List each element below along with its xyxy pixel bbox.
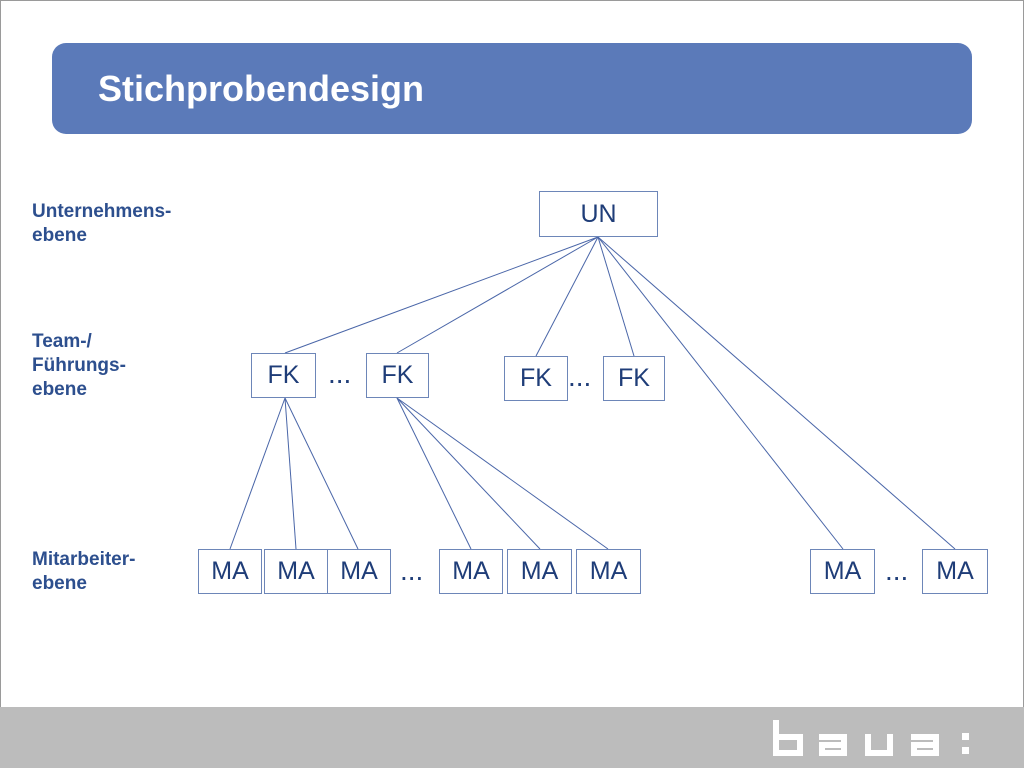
node-fk-3: FK <box>504 356 568 401</box>
company-level-line-2: ebene <box>32 225 87 246</box>
node-un: UN <box>539 191 658 237</box>
node-ma-6: MA <box>576 549 641 594</box>
edge-fk2-ma5 <box>396 397 541 550</box>
company-level-line-1: Unternehmens- <box>32 201 172 222</box>
team-level-line-1: Team-/ <box>32 331 92 352</box>
edge-fk1-ma1 <box>229 397 286 550</box>
company-level-label: Unternehmens- ebene <box>32 200 171 248</box>
edge-un-fk2 <box>396 236 599 354</box>
baua-logo <box>773 720 969 756</box>
team-level-line-2: Führungs- <box>32 355 126 376</box>
node-ma-3: MA <box>327 549 391 594</box>
employee-level-label: Mitarbeiter- ebene <box>32 548 135 596</box>
node-ma-5: MA <box>507 549 572 594</box>
employee-level-line-1: Mitarbeiter- <box>32 549 136 570</box>
edge-un-fk1 <box>284 236 599 354</box>
ellipsis-ma-2: ... <box>885 555 909 586</box>
node-fk-1: FK <box>251 353 316 398</box>
node-ma-8: MA <box>922 549 988 594</box>
page-title: Stichprobendesign <box>98 68 425 109</box>
edge-un-ma7 <box>597 236 844 550</box>
edge-un-fk4 <box>597 236 635 357</box>
edge-fk1-ma2 <box>284 397 297 550</box>
employee-level-line-2: ebene <box>32 573 87 594</box>
node-fk-4: FK <box>603 356 665 401</box>
team-level-label: Team-/ Führungs- ebene <box>32 330 126 402</box>
title-bar: Stichprobendesign <box>52 43 972 134</box>
node-fk-2: FK <box>366 353 429 398</box>
node-ma-2: MA <box>264 549 328 594</box>
edge-un-ma8 <box>597 236 956 550</box>
node-ma-7: MA <box>810 549 875 594</box>
team-level-line-3: ebene <box>32 379 87 400</box>
ellipsis-fk-1: ... <box>328 358 352 389</box>
edge-fk1-ma3 <box>284 397 359 550</box>
edge-fk2-ma4 <box>396 397 472 550</box>
footer-bar <box>0 707 1024 768</box>
node-ma-1: MA <box>198 549 262 594</box>
edge-fk2-ma6 <box>396 397 609 550</box>
node-ma-4: MA <box>439 549 503 594</box>
ellipsis-ma-1: ... <box>400 555 424 586</box>
ellipsis-fk-2: ... <box>568 361 592 392</box>
edge-un-fk3 <box>535 236 599 357</box>
